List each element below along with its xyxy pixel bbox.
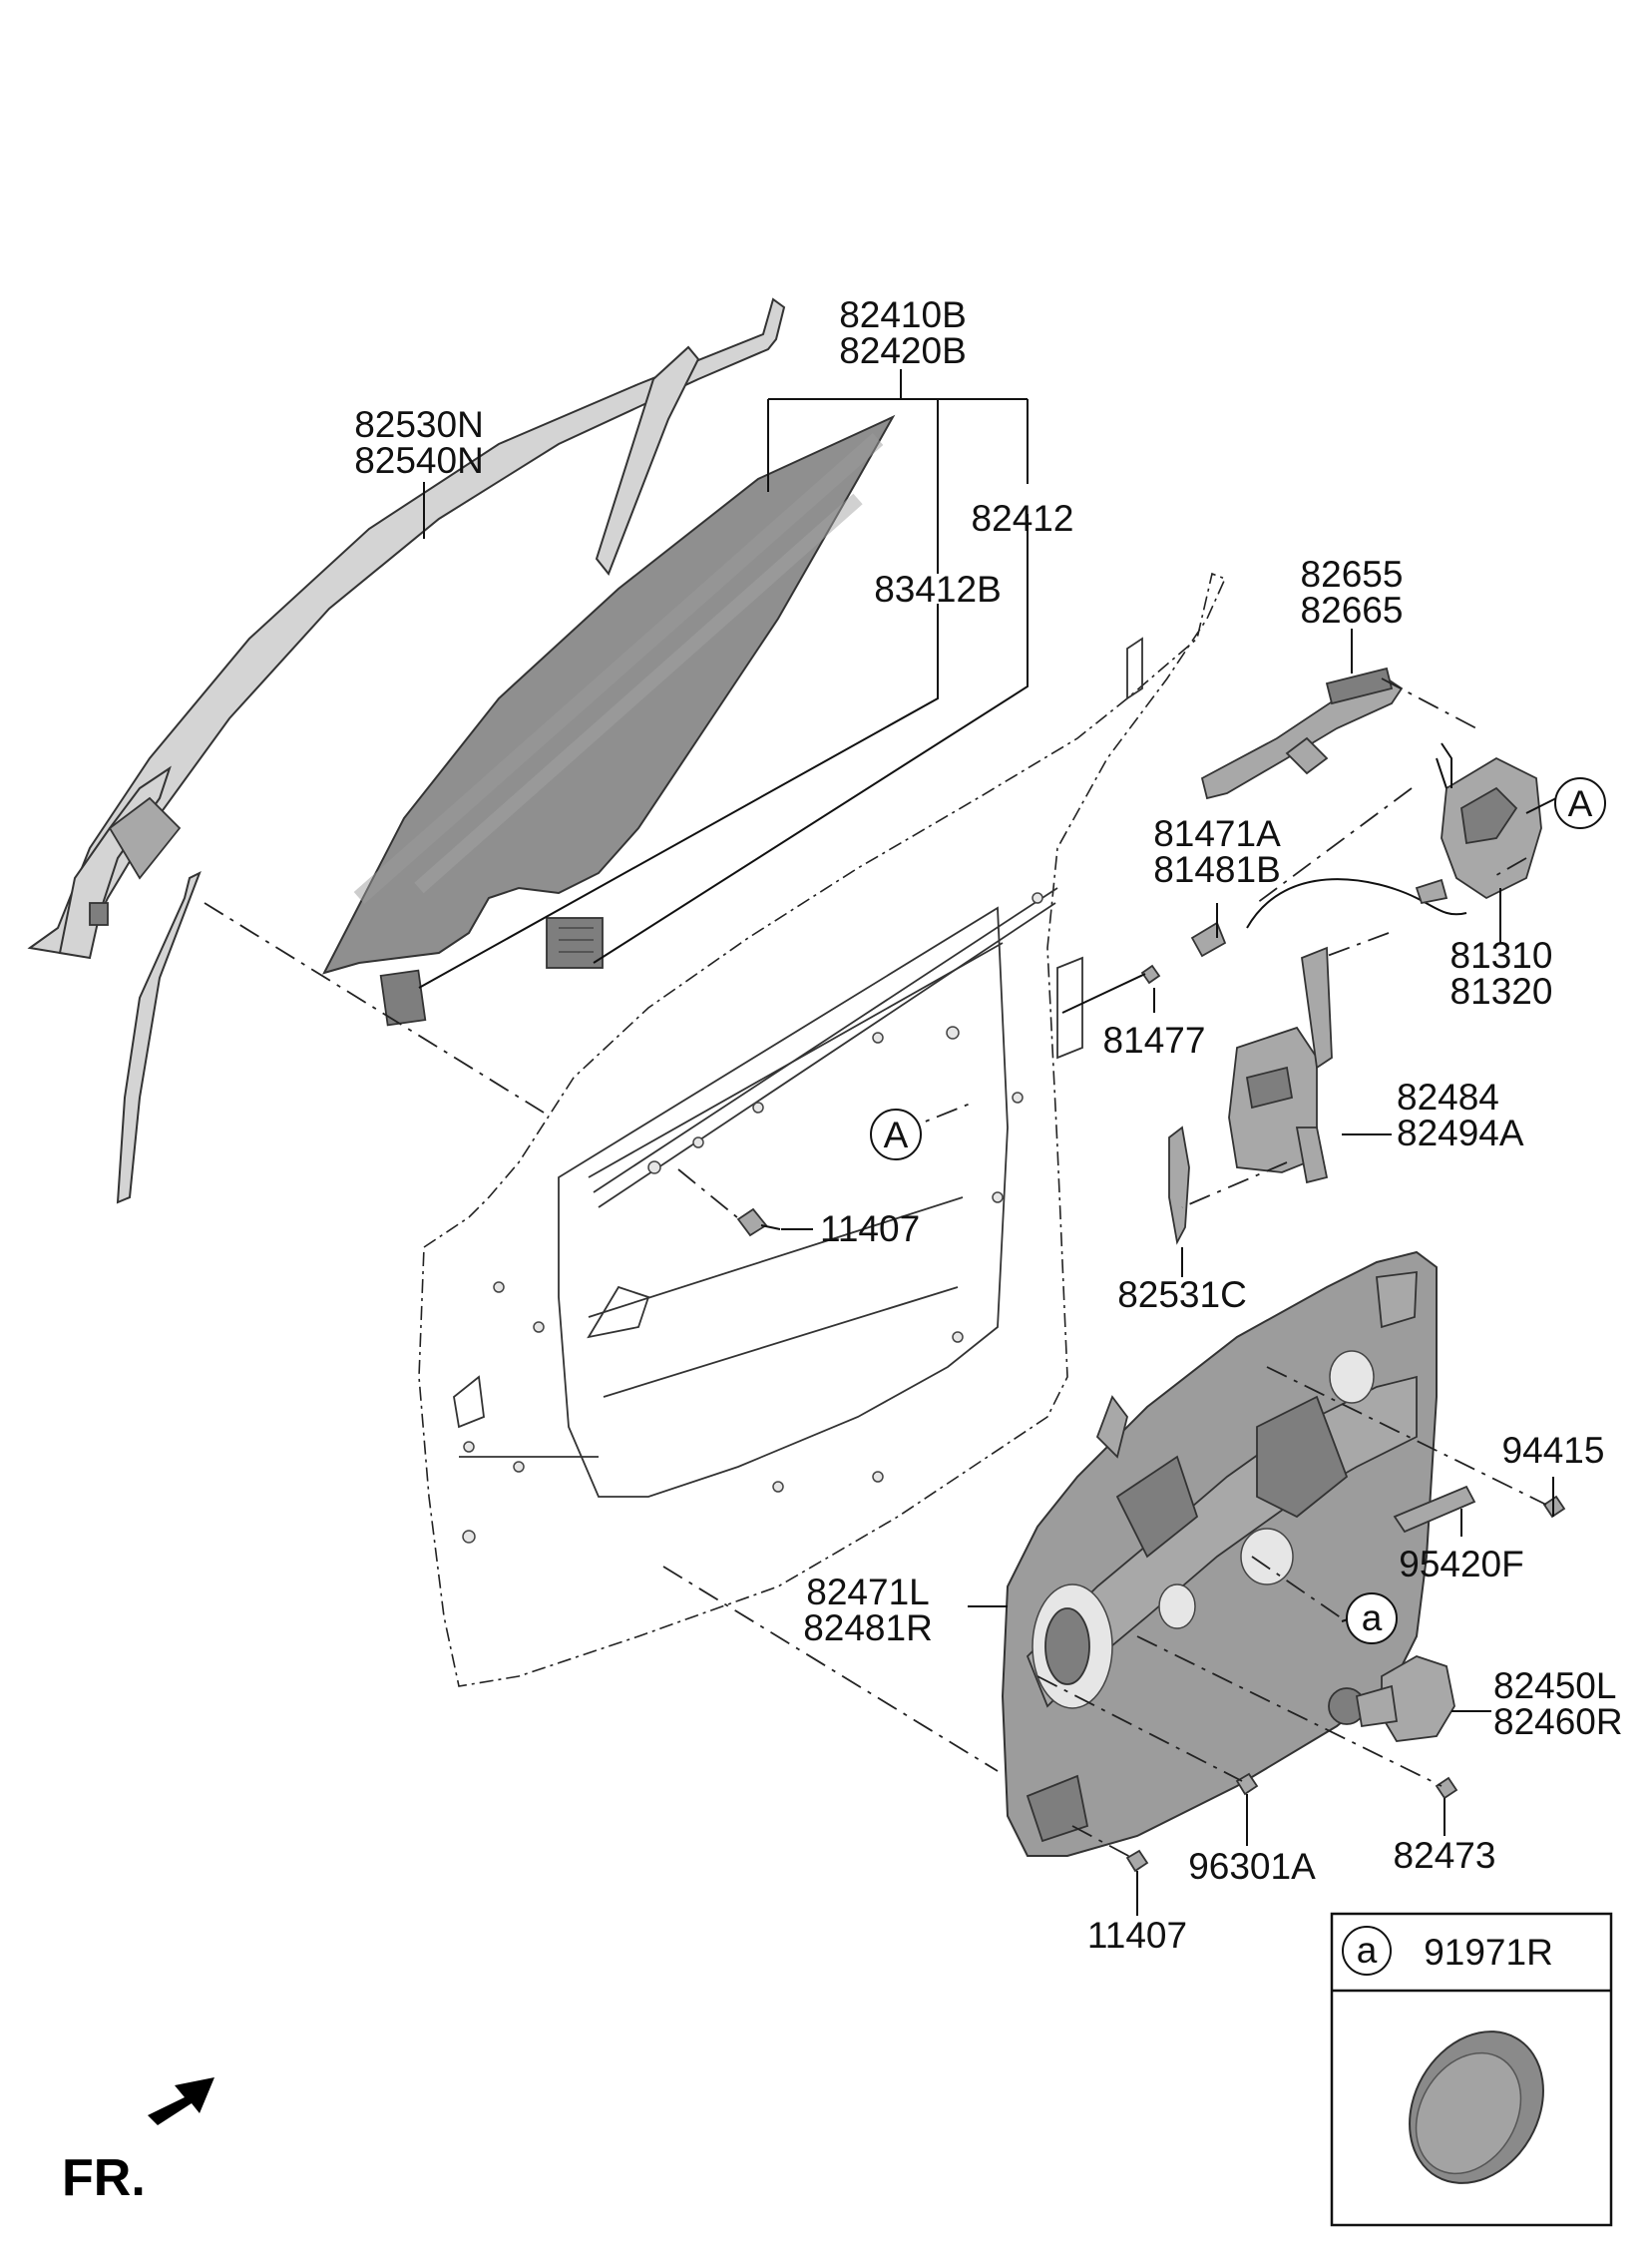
label-bolt-upper: 11407 [820,1208,920,1249]
label-glass-a: 82410B [839,294,967,335]
screw-96301A-part [1235,1772,1259,1796]
label-motor-b: 82460R [1493,1701,1623,1742]
window-frame-part [27,297,786,1204]
ref-circle-A-door [870,1109,922,1160]
bolt-lower-part [1125,1849,1149,1873]
label-frame-b: 82540N [354,440,484,481]
label-lift-plate: 82412 [972,498,1074,539]
label-cable-a: 81471A [1153,813,1281,854]
label-module-b: 82481R [803,1607,933,1648]
reference-marks: A A a [870,777,1606,1644]
screw-82473-part [1435,1776,1458,1800]
leader-lines [418,369,1557,1916]
front-direction-indicator: FR. [62,2077,214,2207]
label-bracket-b: 82494A [1397,1113,1524,1153]
label-bracket-a: 82484 [1397,1077,1499,1118]
legend-box: a 91971R [1330,1912,1613,2227]
label-glass-b: 82420B [839,330,967,371]
label-motor-a: 82450L [1493,1665,1616,1706]
ref-circle-A-latch [1554,777,1606,829]
label-module-a: 82471L [806,1572,929,1612]
label-frame-a: 82530N [354,404,484,445]
arrow-icon [148,2077,214,2125]
label-latch-b: 81320 [1450,971,1553,1012]
legend-circle [1342,1926,1392,1976]
connector-part [1393,1485,1476,1534]
door-glass-part [322,414,896,1027]
cable-part [1190,878,1467,958]
bolt-upper-part [736,1207,781,1237]
window-motor-part [1328,1655,1455,1742]
door-latch-part [1436,742,1542,900]
ref-mark-A-latch: A [1568,783,1593,824]
label-screw-94415: 94415 [1502,1430,1605,1471]
part-labels: 82410B 82420B 82530N 82540N 82412 83412B… [354,294,1622,1956]
label-handle-b: 82665 [1301,590,1404,631]
front-label: FR. [62,2149,146,2207]
label-screw-82473: 82473 [1394,1835,1496,1876]
label-screw-96301A: 96301A [1188,1846,1316,1887]
ref-mark-A-door: A [884,1115,909,1155]
ref-circle-a-panel [1346,1592,1398,1644]
label-cable-b: 81481B [1153,849,1281,890]
label-glass-clip: 83412B [874,569,1002,610]
label-latch-a: 81310 [1450,935,1553,976]
label-handle-a: 82655 [1301,554,1404,595]
plug-grommet-part [1409,2030,1544,2184]
door-module-panel-part [1001,1250,1438,1857]
legend-part-number: 91971R [1424,1932,1553,1973]
legend-mark: a [1357,1930,1378,1971]
assembly-lines [204,677,1547,1859]
ref-mark-a-panel: a [1362,1597,1383,1638]
label-connector: 95420F [1399,1544,1524,1584]
label-channel: 82531C [1117,1274,1247,1315]
label-bolt-81477: 81477 [1103,1020,1206,1061]
bolt-81477-part [1061,964,1161,1014]
door-shell [418,572,1227,1687]
label-bolt-lower: 11407 [1087,1915,1187,1956]
bracket-part [1228,946,1333,1184]
channel-part [1168,1126,1190,1245]
door-handle-part [1200,667,1404,800]
